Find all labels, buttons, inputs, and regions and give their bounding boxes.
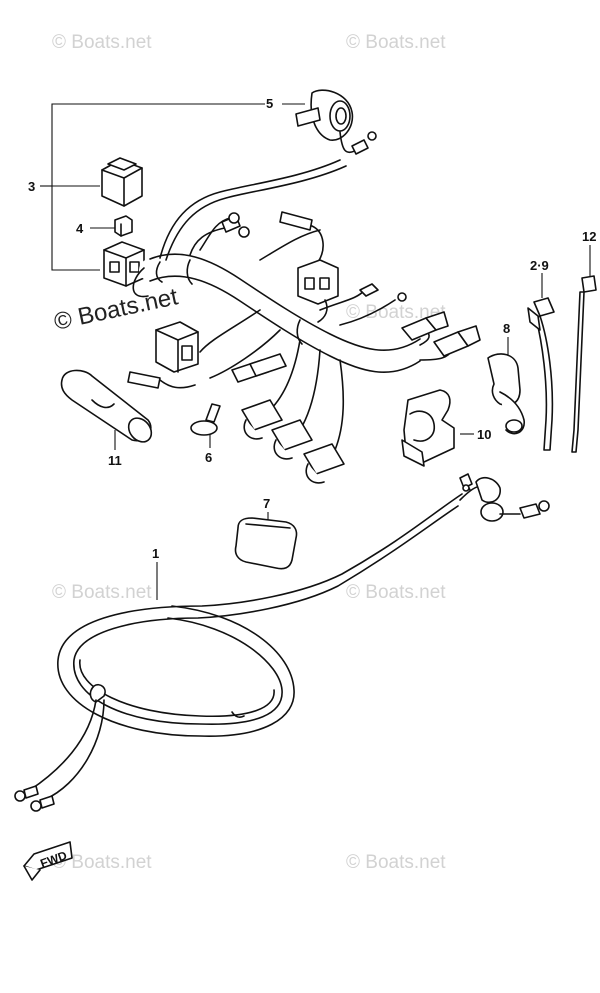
callout-10: 10 [477,427,491,442]
watermark: © Boats.net [346,302,446,323]
callout-2-9: 2·9 [530,258,549,273]
part-10-clamp [401,389,455,467]
part-1-battery-cable [14,473,550,812]
wire-harness [127,159,481,484]
part-11-protector [60,369,153,443]
watermark: © Boats.net [346,32,446,53]
part-6-clip [190,403,221,436]
callout-4: 4 [76,221,84,236]
callout-7: 7 [263,496,270,511]
callout-numbers: 5 3 4 11 6 7 8 10 2·9 12 1 [28,96,596,561]
relay-socket [103,241,145,287]
watermark: © Boats.net [52,32,152,53]
fwd-arrow: FWD [23,841,73,881]
watermark: © Boats.net [346,582,446,603]
watermark-layer: © Boats.net © Boats.net © Boats.net © Bo… [52,32,446,873]
callout-8: 8 [503,321,510,336]
callout-leaders [40,103,591,600]
callout-11: 11 [108,453,122,468]
part-8-clamp [487,353,525,435]
watermark: © Boats.net [52,582,152,603]
callout-6: 6 [205,450,212,465]
callout-5: 5 [266,96,273,111]
part-5-grommet [295,89,377,155]
part-12-cable-tie [571,275,597,453]
watermark: © Boats.net [346,852,446,873]
callout-1: 1 [152,546,159,561]
callout-3: 3 [28,179,35,194]
part-4-fuse [114,215,133,237]
watermark: © Boats.net [52,852,152,873]
part-2-9-cable-tie [527,297,555,451]
part-7-cap [234,517,298,570]
callout-12: 12 [582,229,596,244]
part-3-relay [101,157,143,207]
